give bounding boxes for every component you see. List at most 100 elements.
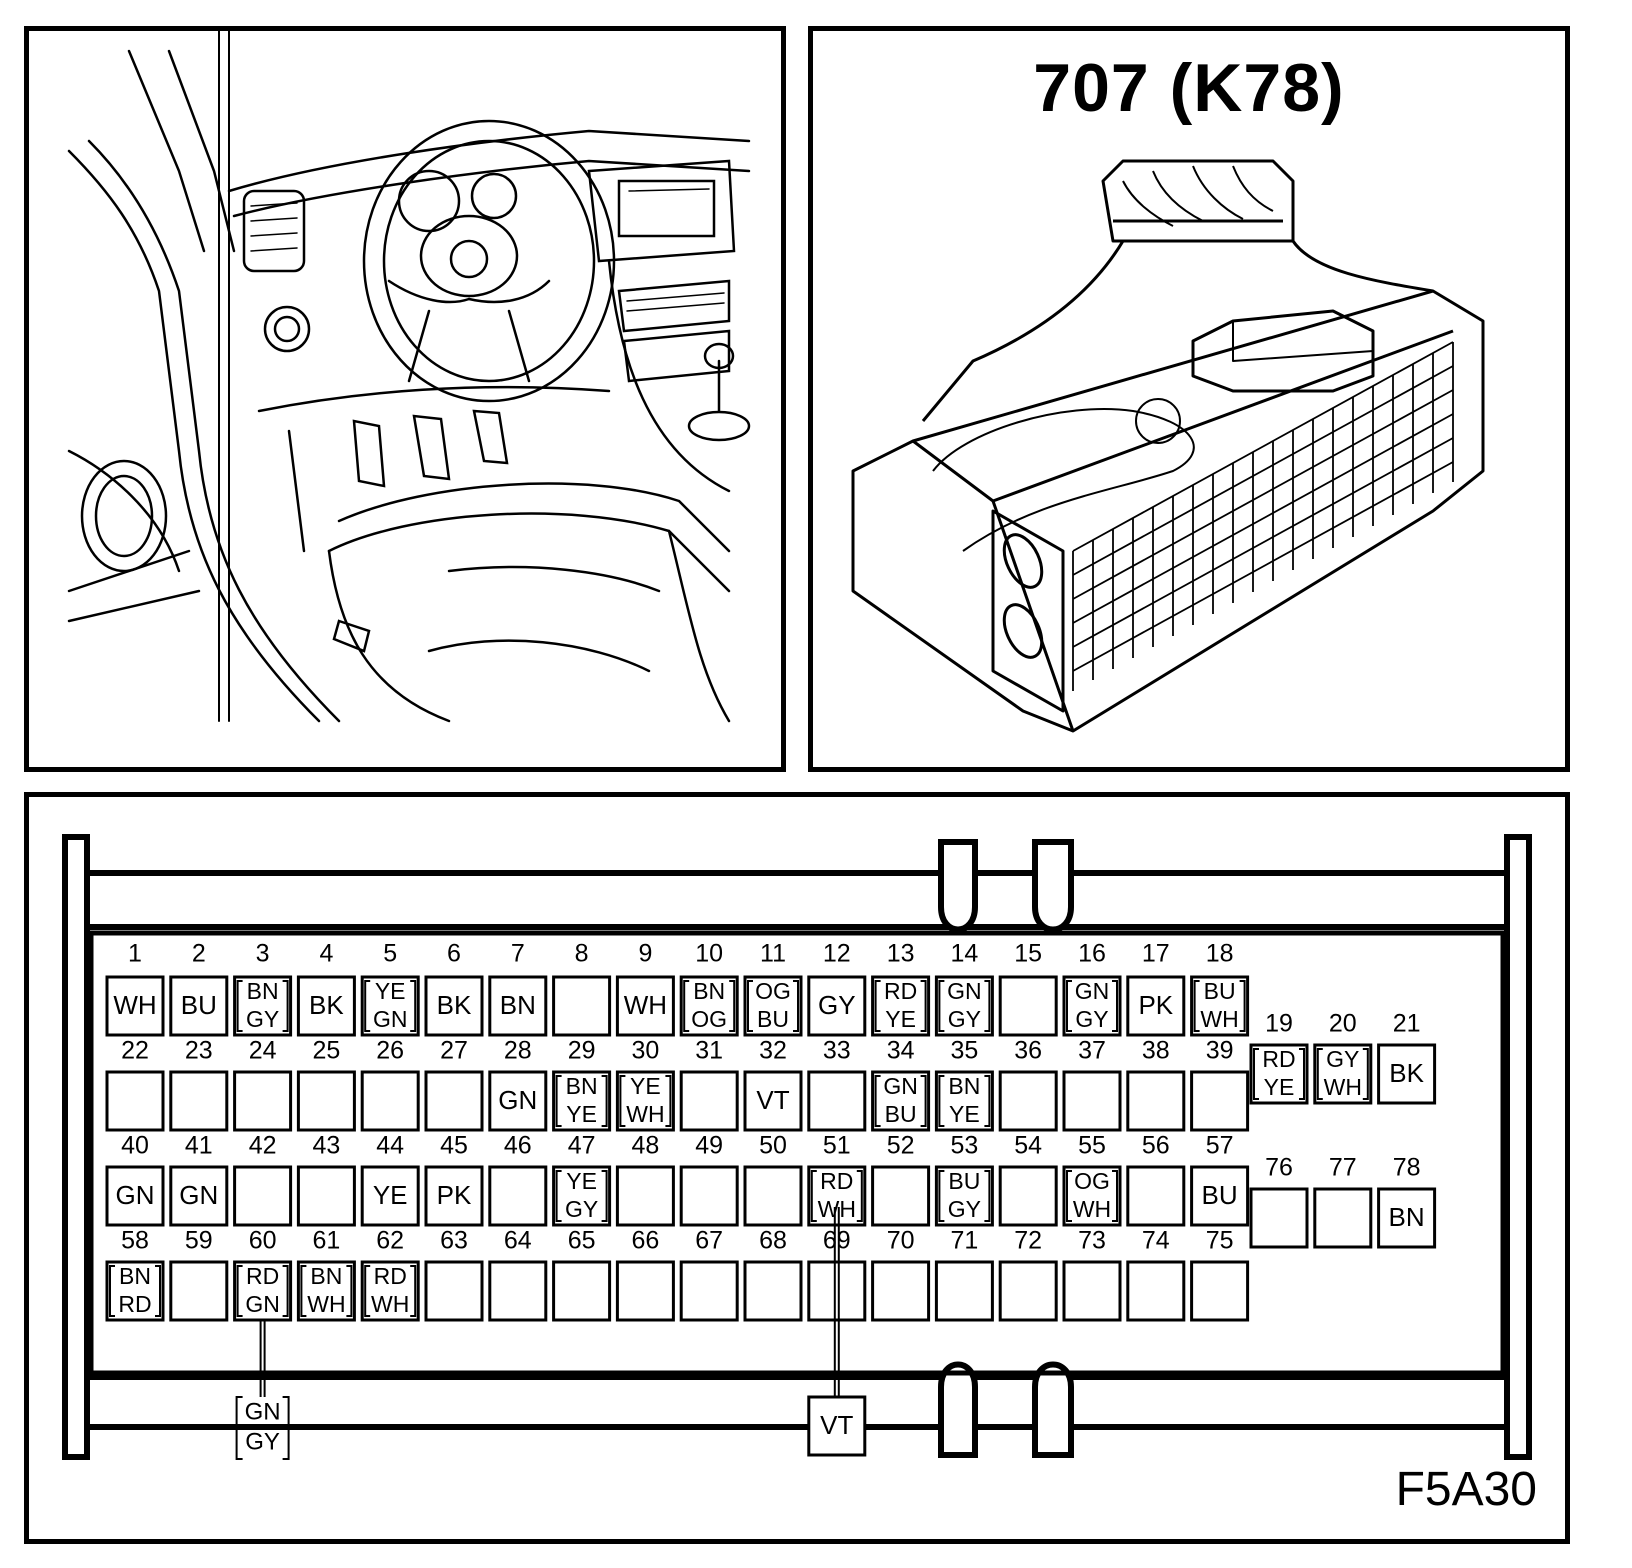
bracket-left <box>747 980 753 1032</box>
pin-2: 2BU <box>169 940 229 1037</box>
pin-cavity <box>871 975 931 1037</box>
wire-color: BU <box>1202 1180 1238 1210</box>
pin-cavity <box>360 1260 420 1322</box>
wire-color: RD <box>1262 1046 1295 1072</box>
pin-number: 67 <box>695 1227 723 1255</box>
pin-cavity <box>488 1165 548 1227</box>
pin-number: 62 <box>376 1227 404 1255</box>
pin-number: 34 <box>887 1037 915 1065</box>
bracket-right <box>155 1265 161 1317</box>
bracket-left <box>938 1170 945 1222</box>
pin-49: 49 <box>679 1132 739 1227</box>
wire-color: WH <box>307 1291 345 1317</box>
pin-number: 25 <box>312 1037 340 1065</box>
wire-color: BU <box>1204 978 1236 1004</box>
wire-color: GY <box>565 1196 598 1222</box>
pin-cavity <box>934 1070 994 1132</box>
pin-number: 6 <box>447 940 461 968</box>
wire-color: WH <box>818 1196 856 1222</box>
pin-1: 1WH <box>105 940 165 1037</box>
pin-number: 15 <box>1014 940 1042 968</box>
pin-cavity <box>169 975 229 1037</box>
grid-line <box>1072 389 1454 600</box>
pin-cavity <box>105 1070 165 1132</box>
pin-cavity <box>233 975 293 1037</box>
location-view-panel <box>24 26 786 772</box>
wire-color: WH <box>371 1291 409 1317</box>
wire-color: BK <box>437 990 472 1020</box>
pin-cavity <box>105 1260 165 1322</box>
bracket-left <box>683 980 690 1032</box>
pin-27: 27 <box>424 1037 484 1132</box>
wire-color: RD <box>374 1263 407 1289</box>
pin-46: 46 <box>488 1132 548 1227</box>
bracket-right <box>410 1265 417 1317</box>
pin-77: 77 <box>1313 1154 1373 1249</box>
pin-number: 3 <box>256 940 270 968</box>
wire-color: BN <box>1389 1202 1425 1232</box>
pin-cavity <box>934 1165 994 1227</box>
bracket-left <box>1066 1170 1072 1222</box>
bracket-left <box>938 1075 945 1127</box>
wire-color: VT <box>756 1085 789 1115</box>
pin-cavity <box>1126 1070 1186 1132</box>
bracket-left <box>1253 1048 1259 1100</box>
pin-cavity <box>360 975 420 1037</box>
pin-number: 32 <box>759 1037 787 1065</box>
pin-37: 37 <box>1062 1037 1122 1132</box>
pin-number: 7 <box>511 940 525 968</box>
pin-cavity <box>615 975 675 1037</box>
connector-view-panel: 707 (K78) <box>808 26 1570 772</box>
pin-number: 4 <box>319 940 333 968</box>
grid-line <box>1072 341 1454 552</box>
pin-number: 75 <box>1206 1227 1234 1255</box>
wire-color: YE <box>630 1073 661 1099</box>
pin-cavity <box>233 1260 293 1322</box>
pin-number: 23 <box>185 1037 213 1065</box>
grid-line <box>1072 413 1454 624</box>
bracket-right <box>282 980 289 1032</box>
pin-43: 43 <box>296 1132 356 1227</box>
bracket-left <box>619 1075 626 1127</box>
wire-color: BN <box>566 1073 598 1099</box>
pin-50: 50 <box>743 1132 803 1227</box>
pin-number: 70 <box>887 1227 915 1255</box>
pin-number: 45 <box>440 1132 468 1160</box>
bracket-left <box>300 1265 307 1317</box>
wire-color: OG <box>691 1006 727 1032</box>
wire-color: GN <box>498 1085 537 1115</box>
pin-cavity <box>424 1165 484 1227</box>
pin-cavity <box>934 1260 994 1322</box>
pin-cavity <box>807 1260 867 1322</box>
splice-box <box>807 1395 867 1457</box>
wire-color: RD <box>884 978 917 1004</box>
pin-number: 57 <box>1206 1132 1234 1160</box>
bracket-left <box>236 980 243 1032</box>
pin-cavity <box>1377 1043 1437 1105</box>
pin-cavity <box>679 975 739 1037</box>
vehicle-interior-drawing <box>67 31 751 723</box>
pin-number: 12 <box>823 940 851 968</box>
wire-color: GY <box>948 1006 981 1032</box>
wire-color: BU <box>885 1101 917 1127</box>
bracket-right <box>601 1075 608 1127</box>
bracket-right <box>410 980 417 1032</box>
bracket-left <box>810 1170 817 1222</box>
wire-color: WH <box>1324 1074 1362 1100</box>
bracket-right <box>346 1265 353 1317</box>
pin-cavity <box>1249 1187 1309 1249</box>
pin-cavity <box>105 1165 165 1227</box>
pin-cavity <box>1190 1070 1250 1132</box>
pin-cavity <box>743 1260 803 1322</box>
pin-75: 75 <box>1190 1227 1250 1322</box>
bracket-left <box>555 1075 562 1127</box>
